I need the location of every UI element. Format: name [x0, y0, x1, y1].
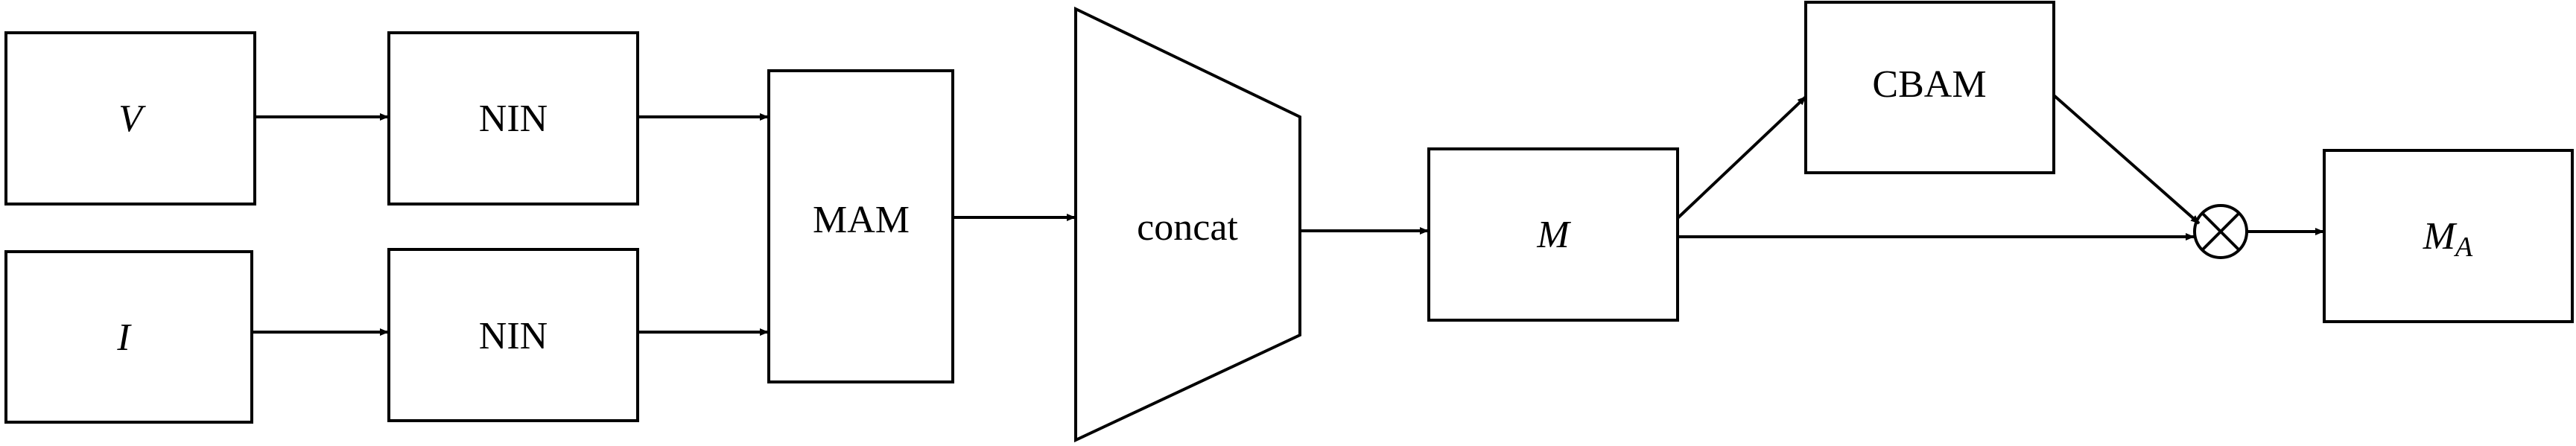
node-mam-label: MAM — [813, 199, 910, 241]
node-nin-bottom-label: NIN — [479, 315, 548, 357]
node-nin-top-label: NIN — [479, 98, 548, 140]
node-concat: concat — [1074, 6, 1301, 443]
node-m-label: M — [1536, 214, 1571, 256]
node-ma-label-main: M — [2423, 215, 2458, 258]
node-ma-label-subscript: A — [2453, 232, 2473, 263]
edge-cbam-to-multiply — [2052, 94, 2201, 225]
node-nin-top: NIN — [387, 31, 639, 206]
node-v: V — [4, 31, 256, 206]
node-cbam-label: CBAM — [1872, 63, 1986, 106]
node-m: M — [1427, 147, 1679, 322]
node-nin-bottom: NIN — [387, 248, 639, 422]
multiply-node — [2193, 204, 2248, 259]
node-concat-label: concat — [1137, 206, 1238, 249]
edge-m-to-cbam — [1676, 95, 1807, 220]
node-v-label: V — [118, 98, 146, 140]
node-cbam: CBAM — [1804, 1, 2055, 174]
node-i-label: I — [116, 316, 132, 359]
node-ma-label: MA — [2423, 215, 2473, 263]
node-ma: MA — [2323, 149, 2574, 323]
node-i: I — [4, 250, 253, 424]
node-mam: MAM — [767, 69, 954, 383]
